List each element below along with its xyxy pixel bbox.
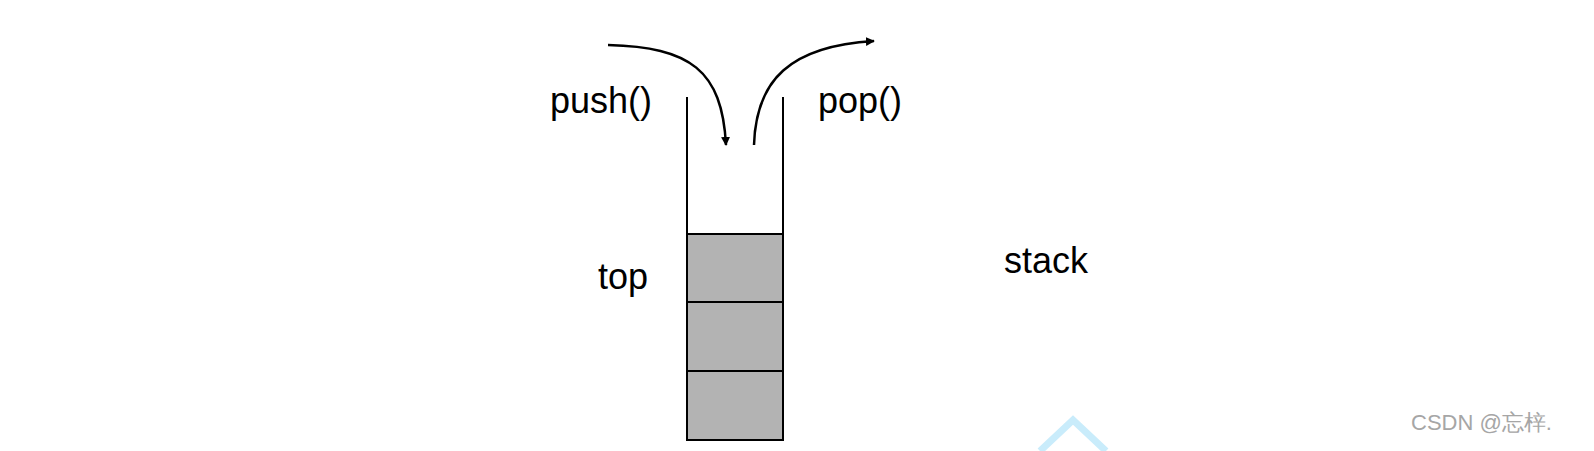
stack-item <box>687 234 783 302</box>
watermark: CSDN @忘梓. <box>1411 411 1552 435</box>
operation-label: push() <box>550 81 652 121</box>
operation-label: pop() <box>818 81 902 121</box>
pointer-label: top <box>598 257 648 297</box>
stack-item <box>687 371 783 440</box>
stack-item <box>687 302 783 371</box>
watermark-mark <box>1040 420 1106 451</box>
structure-label: stack <box>1004 241 1088 281</box>
